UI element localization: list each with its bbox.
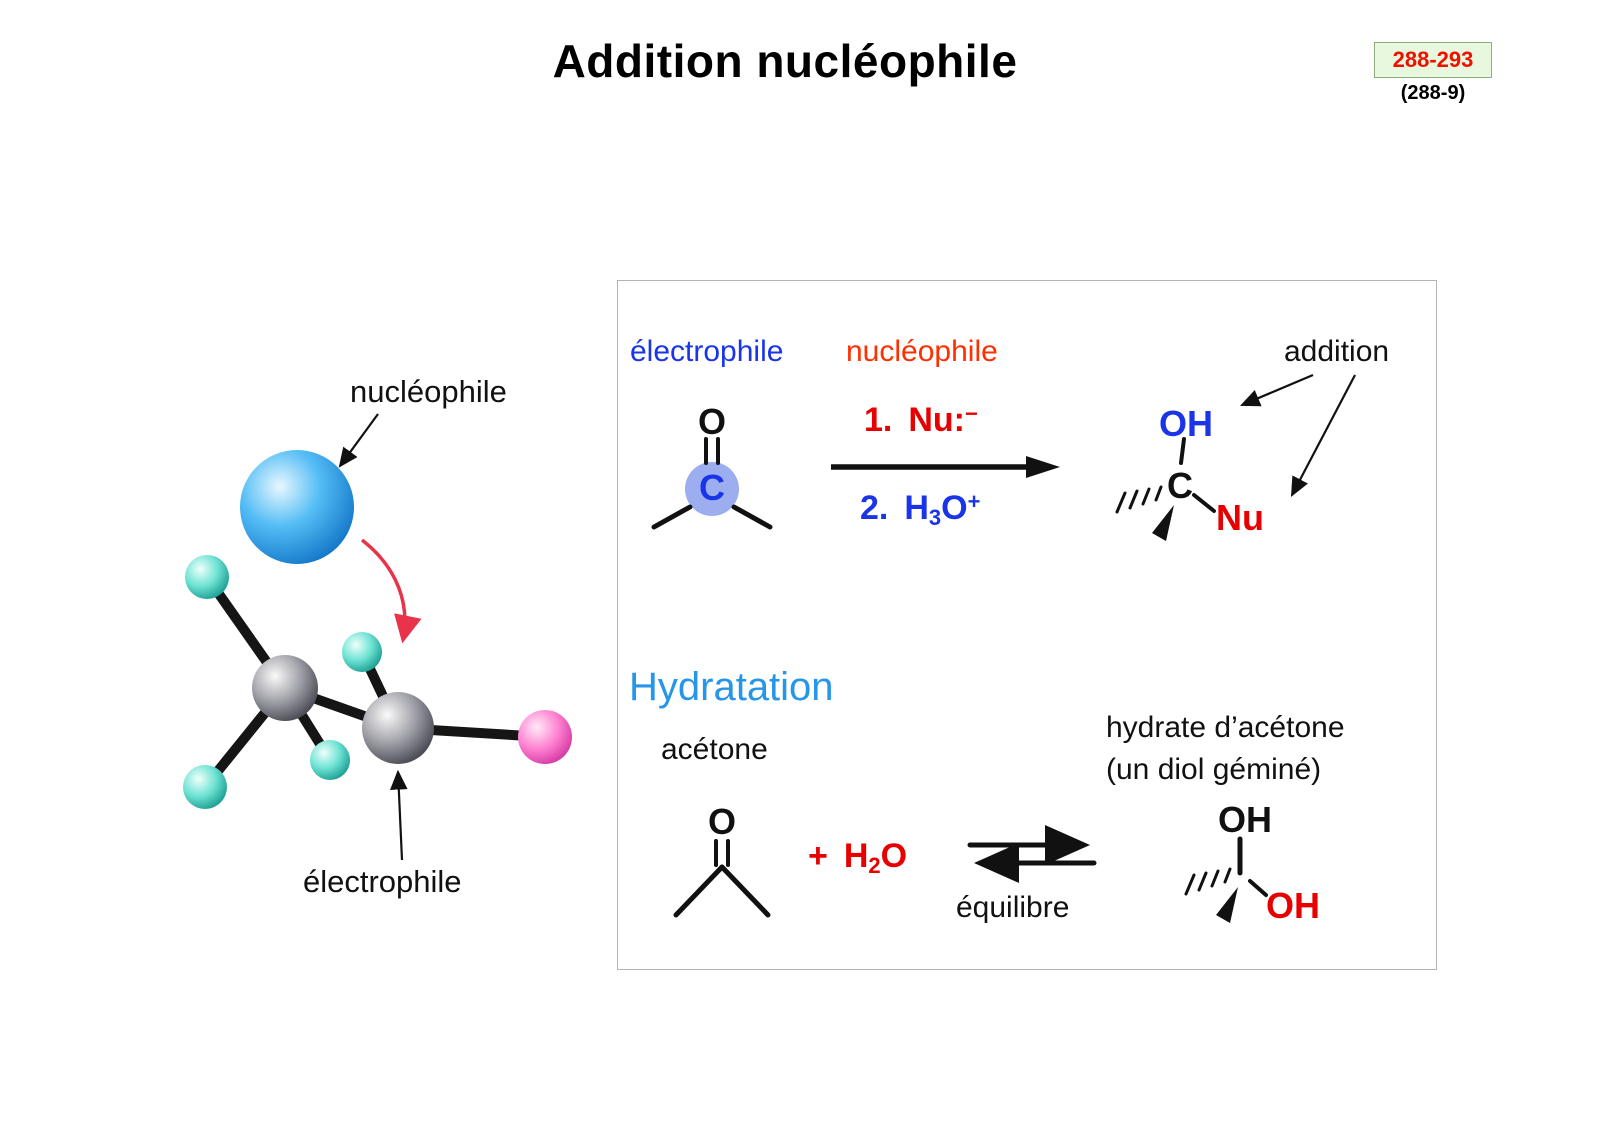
model-electrophile-label: électrophile <box>303 864 462 899</box>
product-oh-label: OH <box>1159 403 1213 444</box>
product-carbon-label: C <box>1167 465 1193 506</box>
hydrate-bold-wedge <box>1216 887 1238 923</box>
step1-charge: − <box>965 401 978 426</box>
carbonyl-carbon-label: C <box>699 467 725 508</box>
hydrate-oh-bottom-label: OH <box>1266 885 1320 926</box>
hydrogen-sphere <box>185 555 229 599</box>
label-pointer-arrows <box>338 413 408 861</box>
reaction-arrow <box>831 456 1060 478</box>
product1-bonds <box>1179 437 1216 513</box>
page-ref-alt: (288-9) <box>1400 82 1466 104</box>
acetone-label: acétone <box>661 733 768 766</box>
water-subscript: 2 <box>868 853 881 878</box>
product1-bold-wedge <box>1152 505 1174 541</box>
step2-charge: + <box>967 489 981 514</box>
page-ref: 288-293 <box>1392 47 1474 72</box>
hydrate-oh-top-label: OH <box>1218 799 1272 840</box>
addition-arrow-to-nu <box>1290 374 1356 497</box>
step1-reagent: 1. Nu:− <box>864 401 978 440</box>
plus-water: + H2O <box>808 837 907 879</box>
product-nu-label: Nu <box>1216 497 1264 538</box>
oxygen-sphere <box>518 710 572 764</box>
equilibre-label: équilibre <box>956 891 1070 924</box>
molecular-model-illustration <box>183 413 572 861</box>
step2-o: O <box>941 489 968 527</box>
hydrogen-sphere <box>310 740 350 780</box>
carbonyl-oxygen-label: O <box>698 401 727 442</box>
acetone-oxygen-label: O <box>708 801 737 842</box>
step2-reagent: 2. H3O+ <box>860 489 980 531</box>
hydrogen-sphere <box>342 632 382 672</box>
step1-formula: Nu: <box>908 401 966 439</box>
step2-subscript: 3 <box>928 505 942 530</box>
hydrate-label-line2: (un diol géminé) <box>1106 753 1322 786</box>
carbon-sphere <box>252 655 318 721</box>
nucleophile-sphere <box>240 450 354 564</box>
hydrate-bonds <box>1237 836 1268 897</box>
model-nucleophile-label: nucléophile <box>350 374 507 409</box>
acetone-bonds <box>673 839 771 918</box>
carbonyl-bonds <box>651 437 773 530</box>
reaction-graphics <box>651 373 1356 923</box>
product1-hash-wedge <box>1115 485 1163 514</box>
addition-header: addition <box>1284 335 1390 368</box>
step1-number: 1. <box>864 401 893 439</box>
nucleophile-pointer-arrow <box>338 413 379 468</box>
reaction-panel: électrophile nucléophile addition O C 1.… <box>617 280 1437 970</box>
addition-pointer-arrows <box>1239 373 1356 497</box>
hydrate-hash-wedge <box>1184 867 1232 896</box>
page-title: Addition nucléophile <box>552 35 1018 87</box>
attack-arrow <box>360 538 422 644</box>
water-h: H <box>843 837 869 875</box>
nucleophile-header: nucléophile <box>846 335 998 368</box>
carbon-highlight-circle <box>685 462 739 516</box>
hydrate-label-line1: hydrate d’acétone <box>1106 711 1345 744</box>
addition-arrow-to-oh <box>1239 373 1314 407</box>
plus-sign: + <box>808 837 828 875</box>
electrophile-header: électrophile <box>630 335 784 368</box>
step2-h: H <box>904 489 929 527</box>
page-ref-box: 288-293 <box>1374 42 1492 78</box>
step2-number: 2. <box>860 489 889 527</box>
water-o: O <box>880 837 908 875</box>
electrophile-pointer-arrow <box>390 769 408 861</box>
hydration-title: Hydratation <box>629 665 834 709</box>
equilibrium-arrows <box>967 825 1097 883</box>
electrophile-carbon-sphere <box>362 692 434 764</box>
model-atoms <box>183 450 572 809</box>
hydrogen-sphere <box>183 765 227 809</box>
